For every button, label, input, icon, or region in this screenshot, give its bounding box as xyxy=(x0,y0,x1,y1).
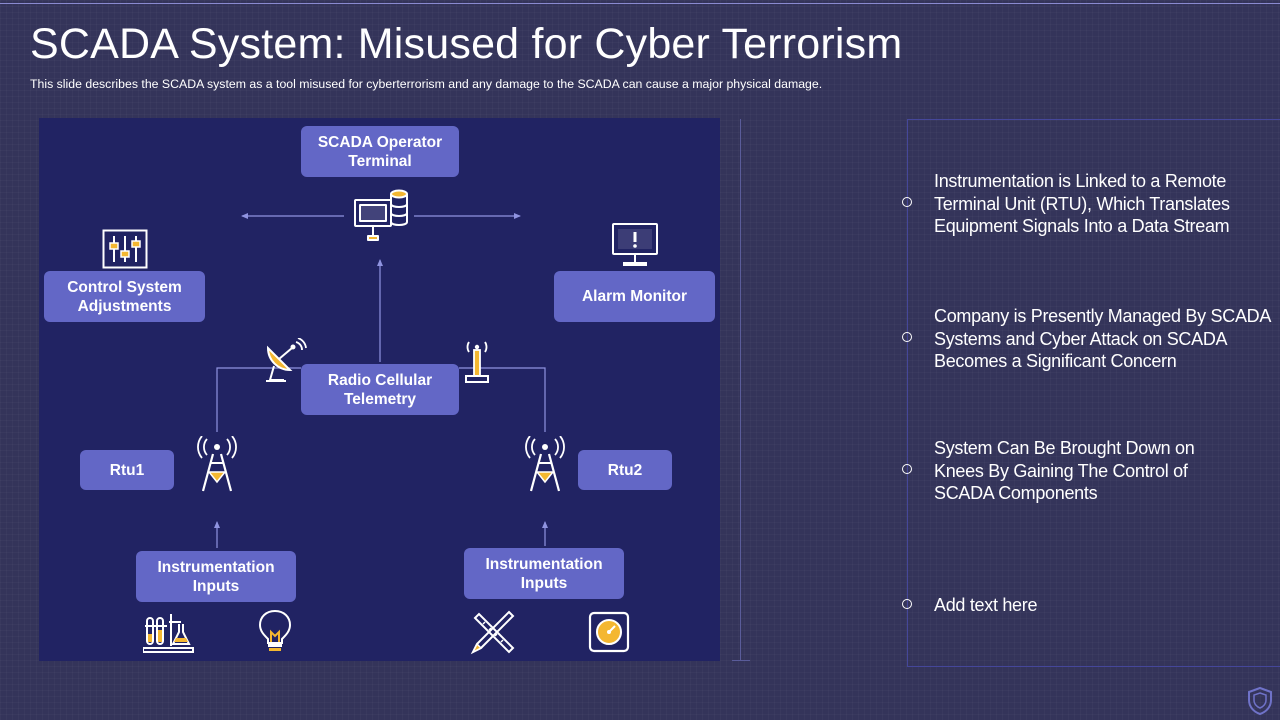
bullet-text-1: Instrumentation is Linked to a Remote Te… xyxy=(934,171,1230,236)
divider-foot xyxy=(732,660,750,661)
slide-subtitle: This slide describes the SCADA system as… xyxy=(30,77,823,91)
rtu2-node: Rtu2 xyxy=(578,450,672,490)
bullet-marker-1 xyxy=(902,197,912,207)
divider-line xyxy=(740,119,741,661)
bullets-frame xyxy=(907,119,1280,667)
radio-tower-left-icon xyxy=(197,436,237,492)
bullet-text-3: System Can Be Brought Down on Knees By G… xyxy=(934,438,1195,503)
computer-database-icon xyxy=(354,189,408,241)
scada-operator-terminal-node: SCADA Operator Terminal xyxy=(301,126,459,177)
scada-diagram: SCADA Operator Terminal Control System A… xyxy=(39,118,720,661)
gauge-icon xyxy=(588,611,630,653)
instrumentation-inputs-left-node: Instrumentation Inputs xyxy=(136,551,296,602)
control-system-adjustments-node: Control System Adjustments xyxy=(44,271,205,322)
radio-cellular-telemetry-node: Radio Cellular Telemetry xyxy=(301,364,459,415)
bullet-text-4: Add text here xyxy=(934,595,1038,615)
bullet-marker-3 xyxy=(902,464,912,474)
sliders-icon xyxy=(102,229,148,269)
radio-tower-right-icon xyxy=(525,436,565,492)
monitor-alert-icon xyxy=(612,223,658,266)
slide-title: SCADA System: Misused for Cyber Terroris… xyxy=(30,20,903,68)
top-rule xyxy=(0,3,1280,4)
lab-flasks-icon xyxy=(143,614,194,653)
rtu1-node: Rtu1 xyxy=(80,450,174,490)
alarm-monitor-node: Alarm Monitor xyxy=(554,271,715,322)
antenna-tower-icon xyxy=(465,341,489,383)
bullet-text-2: Company is Presently Managed By SCADA Sy… xyxy=(934,306,1271,371)
satellite-dish-icon xyxy=(266,338,307,382)
instrumentation-inputs-right-node: Instrumentation Inputs xyxy=(464,548,624,599)
shield-icon xyxy=(1248,686,1272,716)
lightbulb-icon xyxy=(258,609,292,651)
bullet-marker-4 xyxy=(902,599,912,609)
bullet-marker-2 xyxy=(902,332,912,342)
pencil-ruler-icon xyxy=(470,610,515,655)
